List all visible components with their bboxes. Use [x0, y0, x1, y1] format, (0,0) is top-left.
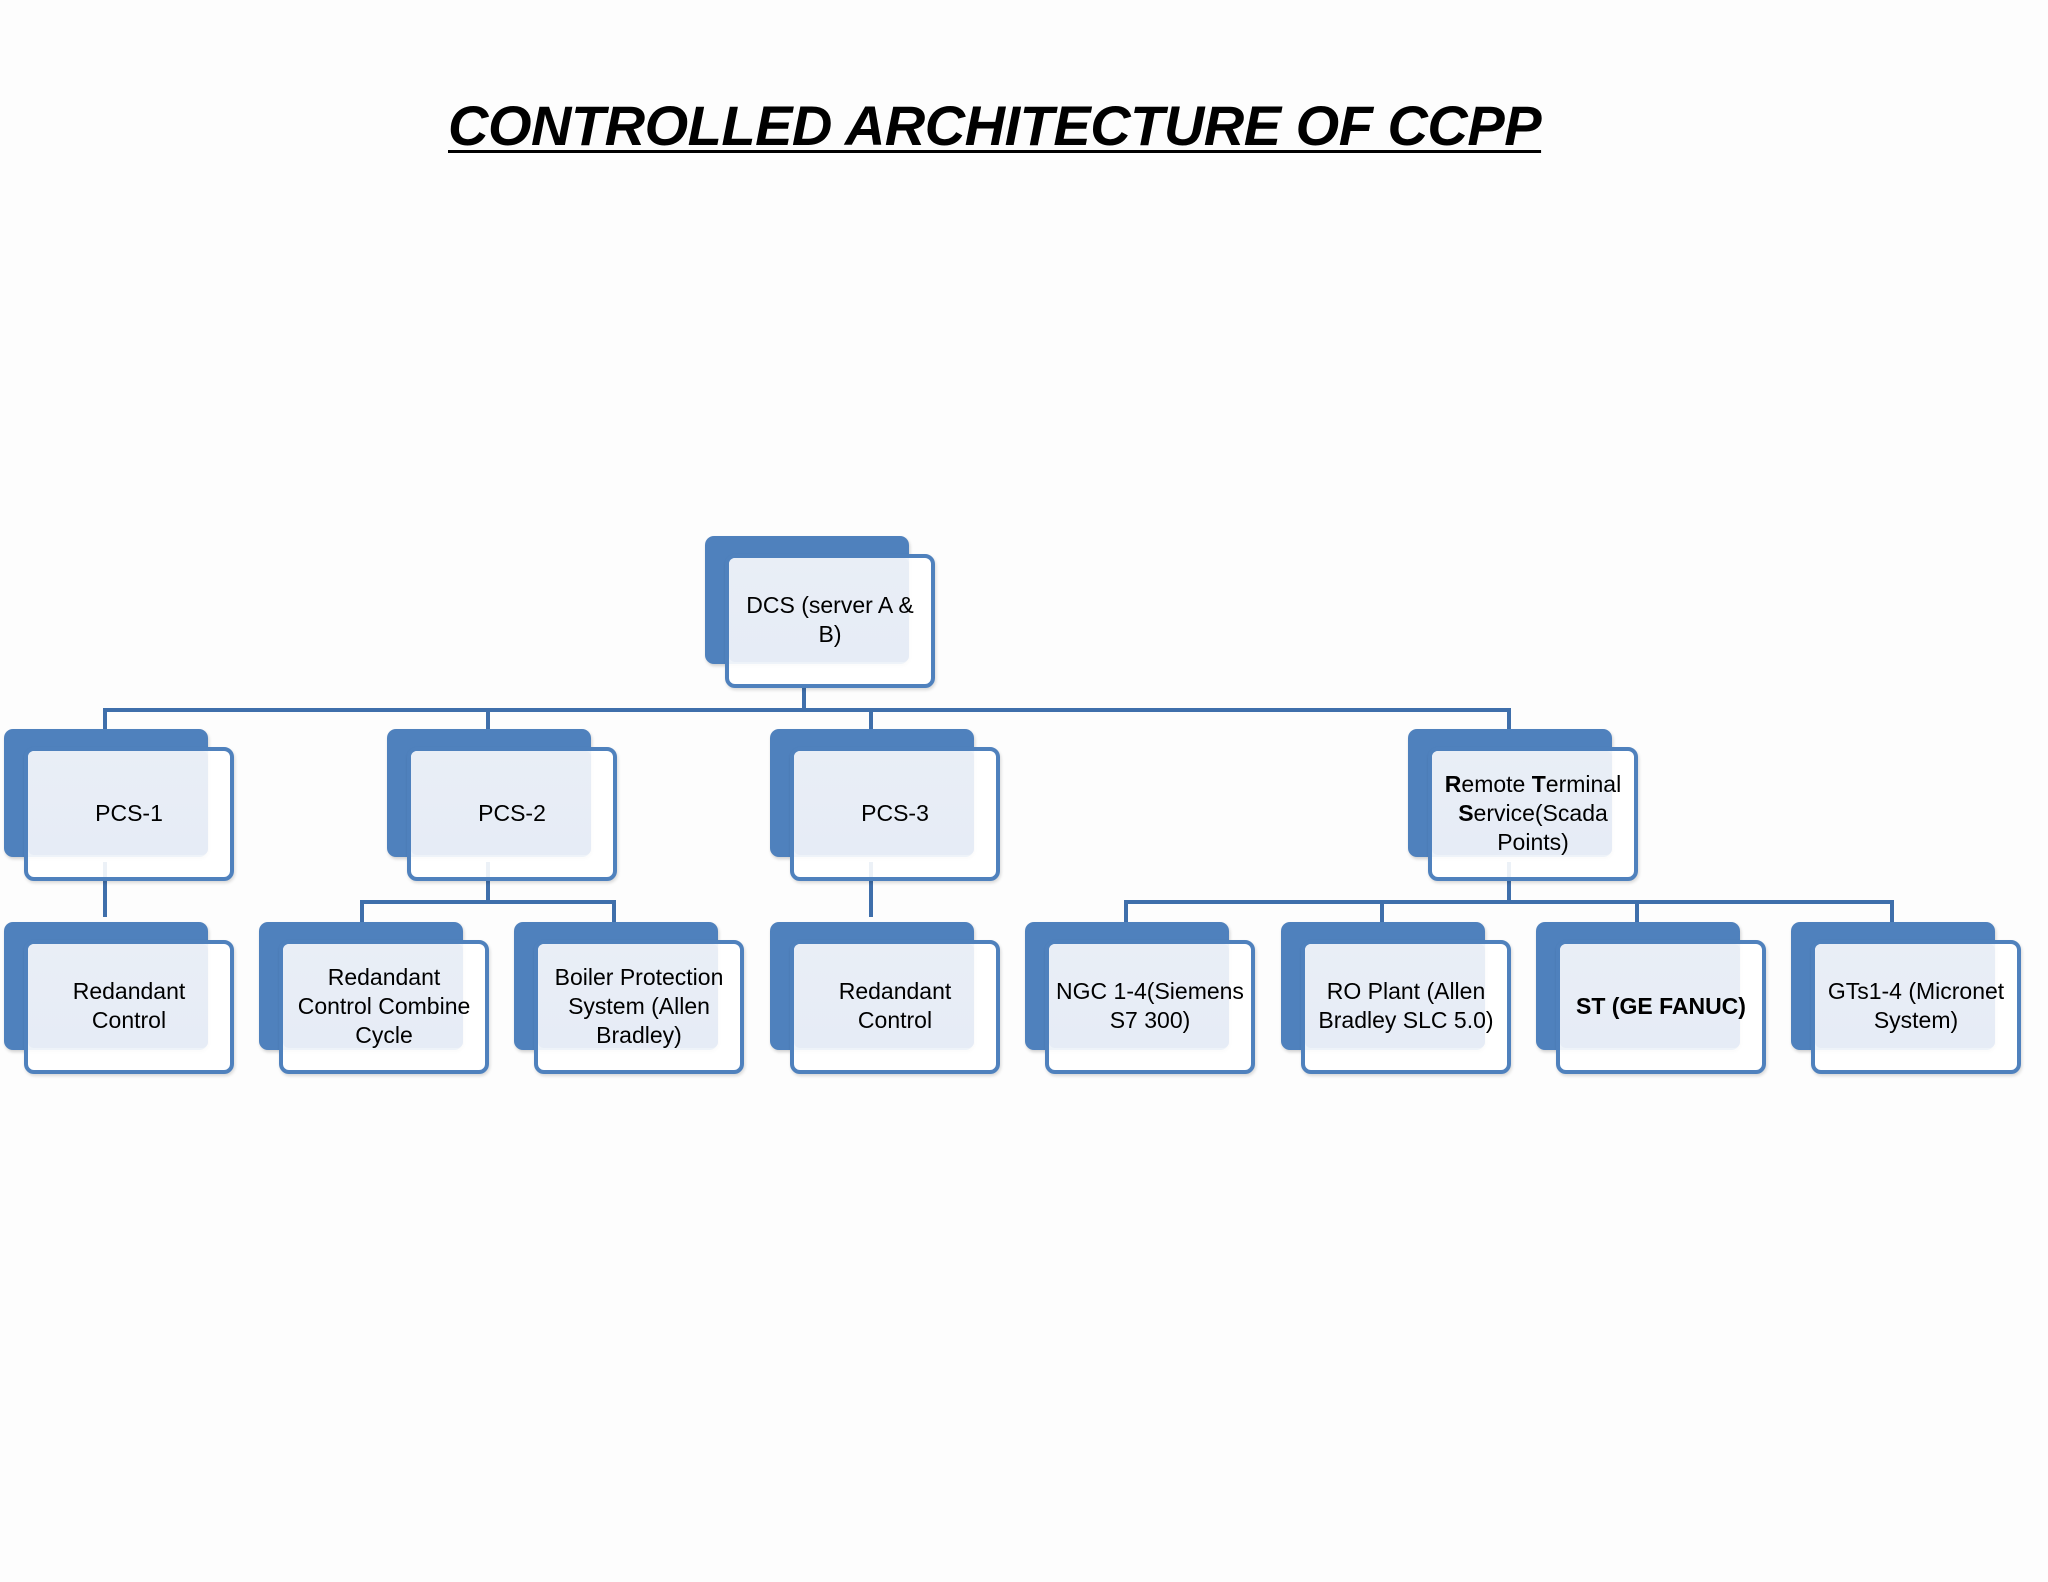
- node-gts: GTs1-4 (Micronet System): [1791, 922, 2021, 1074]
- node-pcs-2: PCS-2: [387, 729, 617, 881]
- page-title: CONTROLLED ARCHITECTURE OF CCPP: [448, 94, 1542, 157]
- node-pcs-3-label: PCS-3: [861, 799, 929, 826]
- node-gts-label: GTs1-4 (Micronet System): [1827, 978, 2005, 1033]
- node-boiler-protection-system: Boiler Protection System (Allen Bradley): [514, 922, 744, 1074]
- node-pcs-3-redandant-control: Redandant Control: [770, 922, 1000, 1074]
- node-pcs-1-redandant-control-label: Redandant Control: [72, 978, 186, 1033]
- node-st-ge-fanuc-label: ST (GE FANUC): [1576, 992, 1746, 1019]
- node-ngc: NGC 1-4(Siemens S7 300): [1025, 922, 1255, 1074]
- node-boiler-protection-system-label: Boiler Protection System (Allen Bradley): [554, 963, 724, 1048]
- node-st-ge-fanuc: ST (GE FANUC): [1536, 922, 1766, 1074]
- node-redandant-control-combine-cycle-label: Redandant Control Combine Cycle: [297, 963, 471, 1048]
- node-remote-terminal-service: Remote Terminal Service(Scada Points): [1408, 729, 1638, 881]
- node-pcs-1: PCS-1: [4, 729, 234, 881]
- node-dcs-label: DCS (server A & B): [746, 592, 914, 647]
- node-pcs-2-label: PCS-2: [478, 799, 546, 826]
- node-pcs-1-label: PCS-1: [95, 799, 163, 826]
- node-pcs-1-redandant-control: Redandant Control: [4, 922, 234, 1074]
- node-ro-plant: RO Plant (Allen Bradley SLC 5.0): [1281, 922, 1511, 1074]
- node-dcs: DCS (server A & B): [705, 536, 935, 688]
- node-ro-plant-label: RO Plant (Allen Bradley SLC 5.0): [1318, 978, 1494, 1033]
- node-ngc-label: NGC 1-4(Siemens S7 300): [1056, 978, 1244, 1033]
- node-pcs-3: PCS-3: [770, 729, 1000, 881]
- rts-label-text: Remote Terminal Service(Scada Points): [1444, 770, 1622, 855]
- node-pcs-3-redandant-control-label: Redandant Control: [838, 978, 952, 1033]
- node-redandant-control-combine-cycle: Redandant Control Combine Cycle: [259, 922, 489, 1074]
- node-remote-terminal-service-label: Remote Terminal Service(Scada Points): [1434, 751, 1632, 875]
